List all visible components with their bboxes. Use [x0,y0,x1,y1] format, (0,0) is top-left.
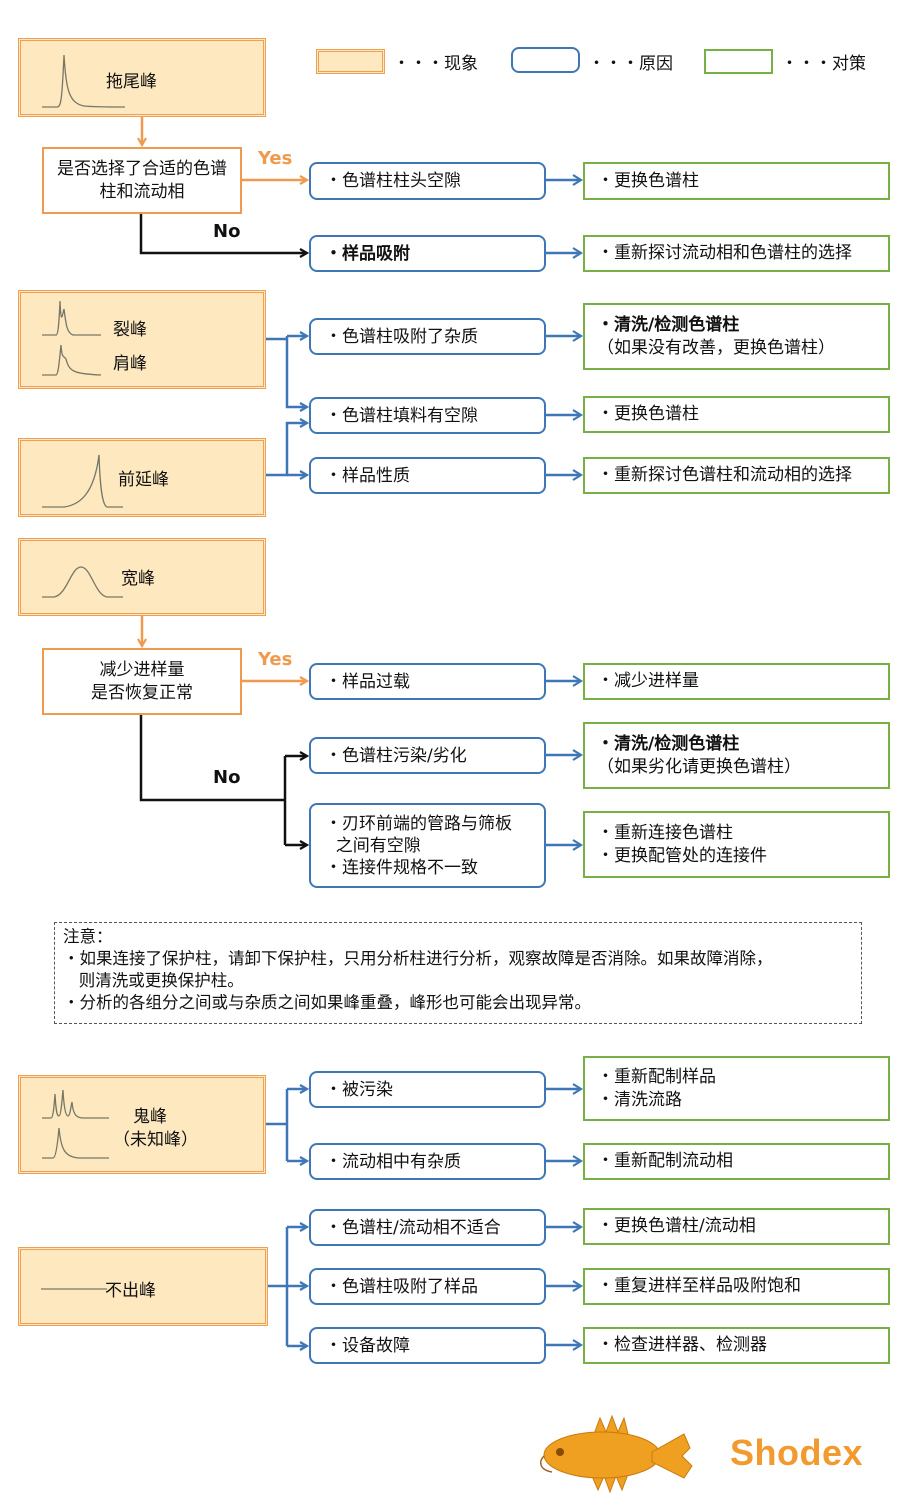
fix-replace-column: ・更换色谱柱 [583,396,890,433]
shodex-fish-logo-icon [539,1414,693,1494]
phenomenon-label-split: 裂峰 [113,320,147,340]
fix-reduce-injection: ・减少进样量 [583,663,890,700]
tailing-peak-icon [42,54,126,108]
cause-sample-adsorption: ・样品吸附 [309,235,546,272]
broad-peak-icon [42,566,123,598]
fix-line: ・清洗流路 [597,1089,682,1110]
fix-clean-check-column: ・清洗/检测色谱柱 （如果没有改善，更换色谱柱） [583,303,890,370]
cause-line: ・连接件规格不一致 [325,857,478,878]
phenomenon-label: 前延峰 [118,470,169,490]
note-line: ・分析的各组分之间或与杂质之间如果峰重叠，峰形也可能会出现异常。 [63,993,591,1012]
cause-sample-overload: ・样品过载 [309,663,546,700]
phenomenon-label-unknown: （未知峰） [113,1130,198,1150]
fix-line: （如果劣化请更换色谱柱） [597,756,801,777]
flat-baseline-icon [41,1288,107,1290]
fix-line: （如果没有改善，更换色谱柱） [597,337,835,358]
legend-phenomenon-label: ・・・现象 [393,54,478,74]
legend-countermeasure-label: ・・・对策 [781,54,866,74]
legend-cause-label: ・・・原因 [588,54,673,74]
cause-contaminated: ・被污染 [309,1071,546,1108]
no-label: No [213,221,241,242]
fix-reconsider-mobile-phase: ・重新探讨流动相和色谱柱的选择 [583,235,890,272]
no-label: No [213,767,241,788]
cause-column-head-void: ・色谱柱柱头空隙 [309,162,546,200]
yes-label: Yes [258,649,293,670]
fix-clean-check-column: ・清洗/检测色谱柱 （如果劣化请更换色谱柱） [583,722,890,789]
note-title: 注意： [63,927,113,946]
fix-replace-column-mobile-phase: ・更换色谱柱/流动相 [583,1208,890,1245]
cause-tubing-void: ・刃环前端的管路与筛板 之间有空隙 ・连接件规格不一致 [309,803,546,888]
cause-mobile-phase-impurity: ・流动相中有杂质 [309,1143,546,1180]
phenomenon-label: 宽峰 [121,569,155,589]
fix-line: ・更换配管处的连接件 [597,845,767,866]
decision-reduce-injection: 减少进样量 是否恢复正常 [42,648,242,715]
phenomenon-no-peak: 不出峰 [18,1247,268,1326]
note-line: 则清洗或更换保护柱。 [63,971,244,990]
yes-label: Yes [258,148,293,169]
phenomenon-broad-peak: 宽峰 [18,538,266,616]
fix-line: ・重新配制样品 [597,1066,716,1087]
cause-sample-adsorbed: ・色谱柱吸附了样品 [309,1268,546,1305]
cause-line: ・刃环前端的管路与筛板 [325,813,512,834]
fix-reconnect-column: ・重新连接色谱柱 ・更换配管处的连接件 [583,811,890,878]
fix-replace-column: ・更换色谱柱 [583,162,890,200]
cause-packing-void: ・色谱柱填料有空隙 [309,397,546,434]
note-box: 注意： ・如果连接了保护柱，请卸下保护柱，只用分析柱进行分析，观察故障是否消除。如… [54,922,862,1024]
decision-text: 减少进样量 [99,659,185,680]
decision-text: 是否选择了合适的色谱柱和流动相 [57,158,227,202]
phenomenon-label-shoulder: 肩峰 [113,354,147,374]
fix-check-injector-detector: ・检查进样器、检测器 [583,1327,890,1364]
phenomenon-label: 鬼峰 [133,1107,167,1127]
fix-reprepare-mobile-phase: ・重新配制流动相 [583,1143,890,1180]
cause-unsuitable-column: ・色谱柱/流动相不适合 [309,1209,546,1246]
phenomenon-tailing-peak: 拖尾峰 [18,38,266,117]
fix-line: ・清洗/检测色谱柱 [597,314,740,335]
fix-reconsider-column: ・重新探讨色谱柱和流动相的选择 [583,457,890,494]
note-line: ・如果连接了保护柱，请卸下保护柱，只用分析柱进行分析，观察故障是否消除。如果故障… [63,949,773,968]
decision-text: 是否恢复正常 [91,682,193,703]
legend-phenomenon-swatch [316,49,385,74]
decision-column-mobile-phase: 是否选择了合适的色谱柱和流动相 [42,147,242,214]
fix-line: ・清洗/检测色谱柱 [597,733,740,754]
cause-equipment-failure: ・设备故障 [309,1327,546,1364]
phenomenon-ghost-peak: 鬼峰 （未知峰） [18,1075,266,1174]
fix-reprepare-sample: ・重新配制样品 ・清洗流路 [583,1056,890,1121]
phenomenon-label: 不出峰 [105,1281,156,1301]
fix-line: ・重新连接色谱柱 [597,822,733,843]
legend-countermeasure-swatch [704,49,773,74]
cause-line: 之间有空隙 [325,835,421,856]
ghost-peak-icon [42,1089,109,1159]
phenomenon-split-shoulder-peak: 裂峰 肩峰 [18,290,266,389]
shodex-logo-text: Shodex [730,1432,864,1473]
legend-cause-swatch [511,47,580,73]
phenomenon-fronting-peak: 前延峰 [18,438,266,517]
fronting-peak-icon [42,454,123,508]
cause-impurity-adsorbed: ・色谱柱吸附了杂质 [309,318,546,355]
cause-column-contamination: ・色谱柱污染/劣化 [309,737,546,774]
fix-repeat-injection: ・重复进样至样品吸附饱和 [583,1268,890,1305]
cause-sample-nature: ・样品性质 [309,457,546,494]
split-peak-icon [42,300,102,376]
phenomenon-label: 拖尾峰 [106,72,157,92]
